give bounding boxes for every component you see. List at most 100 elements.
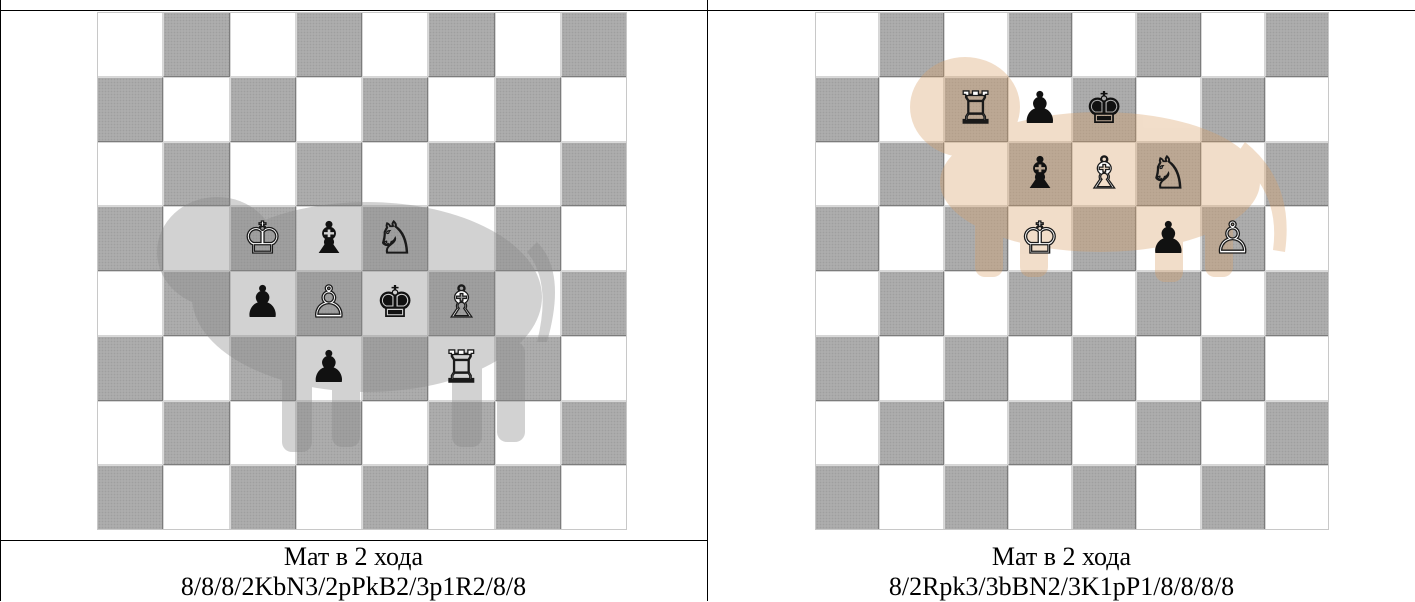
- chess-piece: ♝: [1008, 142, 1072, 207]
- board-square: [362, 336, 428, 401]
- board-square: [163, 271, 229, 336]
- chess-piece: ♟: [230, 271, 296, 336]
- chess-piece: ♖: [428, 336, 494, 401]
- board-square: [97, 336, 163, 401]
- board-square: [1201, 142, 1265, 207]
- board-square: [1136, 401, 1200, 466]
- board-square: [495, 12, 561, 77]
- board-square: [428, 465, 494, 530]
- board-square: [879, 206, 943, 271]
- chess-diagram-left: ♔♝♘♟♙♚♗♟♖: [97, 12, 627, 530]
- board-square: [362, 465, 428, 530]
- table-border-top: [0, 10, 1415, 11]
- board-square: [561, 336, 627, 401]
- board-square: [1008, 271, 1072, 336]
- chess-piece: ♙: [1201, 206, 1265, 271]
- board-square: [495, 401, 561, 466]
- board-square: [1136, 12, 1200, 77]
- board-square: [1072, 206, 1136, 271]
- board-square: [1265, 401, 1329, 466]
- caption-title: Мат в 2 хода: [0, 542, 707, 572]
- board-square: [495, 142, 561, 207]
- board-square: [879, 336, 943, 401]
- board-square: [815, 271, 879, 336]
- board-square: [561, 77, 627, 142]
- chess-piece: ♘: [1136, 142, 1200, 207]
- chess-piece: ♘: [362, 206, 428, 271]
- board-square: [296, 465, 362, 530]
- board-square: [1072, 271, 1136, 336]
- board-square: [163, 77, 229, 142]
- board-square: [495, 336, 561, 401]
- board-square: [97, 206, 163, 271]
- board-square: [296, 77, 362, 142]
- board-square: [97, 271, 163, 336]
- board-square: [561, 401, 627, 466]
- board-square: [1201, 336, 1265, 401]
- board-square: [428, 12, 494, 77]
- board-square: [163, 142, 229, 207]
- board-square: [296, 12, 362, 77]
- board-square: [1008, 401, 1072, 466]
- board-square: [561, 12, 627, 77]
- board-square: [230, 401, 296, 466]
- board-square: [1265, 336, 1329, 401]
- board-square: [428, 142, 494, 207]
- chess-piece: ♚: [362, 271, 428, 336]
- board-square: [362, 401, 428, 466]
- board-square: [1201, 401, 1265, 466]
- board-square: [163, 336, 229, 401]
- board-square: [879, 77, 943, 142]
- board-square: [561, 142, 627, 207]
- board-square: [1136, 336, 1200, 401]
- board-square: [495, 271, 561, 336]
- board-square: [1072, 12, 1136, 77]
- board-square: [879, 401, 943, 466]
- board-square: [944, 206, 1008, 271]
- board-square: [879, 12, 943, 77]
- board-square: [428, 77, 494, 142]
- board-square: [1265, 12, 1329, 77]
- chess-diagram-right: ♖♟♚♝♗♘♔♟♙: [815, 12, 1329, 530]
- board-square: [944, 401, 1008, 466]
- chess-piece: ♟: [1008, 77, 1072, 142]
- board-square: [1136, 271, 1200, 336]
- caption-fen: 8/2Rpk3/3bBN2/3K1pP1/8/8/8/8: [708, 572, 1415, 602]
- board-square: [879, 465, 943, 530]
- table-border-middle: [707, 0, 708, 601]
- board-square: [428, 206, 494, 271]
- board-square: [815, 12, 879, 77]
- board-square: [561, 465, 627, 530]
- caption-fen: 8/8/8/2KbN3/2pPkB2/3p1R2/8/8: [0, 572, 707, 602]
- board-square: [230, 142, 296, 207]
- board-square: [163, 465, 229, 530]
- board-square: [1265, 206, 1329, 271]
- board-square: [1008, 336, 1072, 401]
- board-square: [815, 401, 879, 466]
- chess-piece: ♔: [1008, 206, 1072, 271]
- board-square: [815, 206, 879, 271]
- board-square: [97, 12, 163, 77]
- board-square: [362, 12, 428, 77]
- board-square: [495, 206, 561, 271]
- board-square: [1201, 12, 1265, 77]
- board-square: [815, 77, 879, 142]
- board-square: [1072, 401, 1136, 466]
- board-square: [230, 336, 296, 401]
- board-square: [1201, 465, 1265, 530]
- board-square: [230, 465, 296, 530]
- board-square: [944, 142, 1008, 207]
- chess-piece: ♙: [296, 271, 362, 336]
- board-square: [879, 142, 943, 207]
- board-square: [1072, 336, 1136, 401]
- chess-piece: ♖: [944, 77, 1008, 142]
- board-square: [815, 142, 879, 207]
- board-square: [1265, 77, 1329, 142]
- board-square: [495, 465, 561, 530]
- board-square: [296, 142, 362, 207]
- chess-piece: ♝: [296, 206, 362, 271]
- table-border-left: [0, 0, 1, 601]
- board-square: [561, 271, 627, 336]
- board-square: [944, 465, 1008, 530]
- board-square: [1265, 142, 1329, 207]
